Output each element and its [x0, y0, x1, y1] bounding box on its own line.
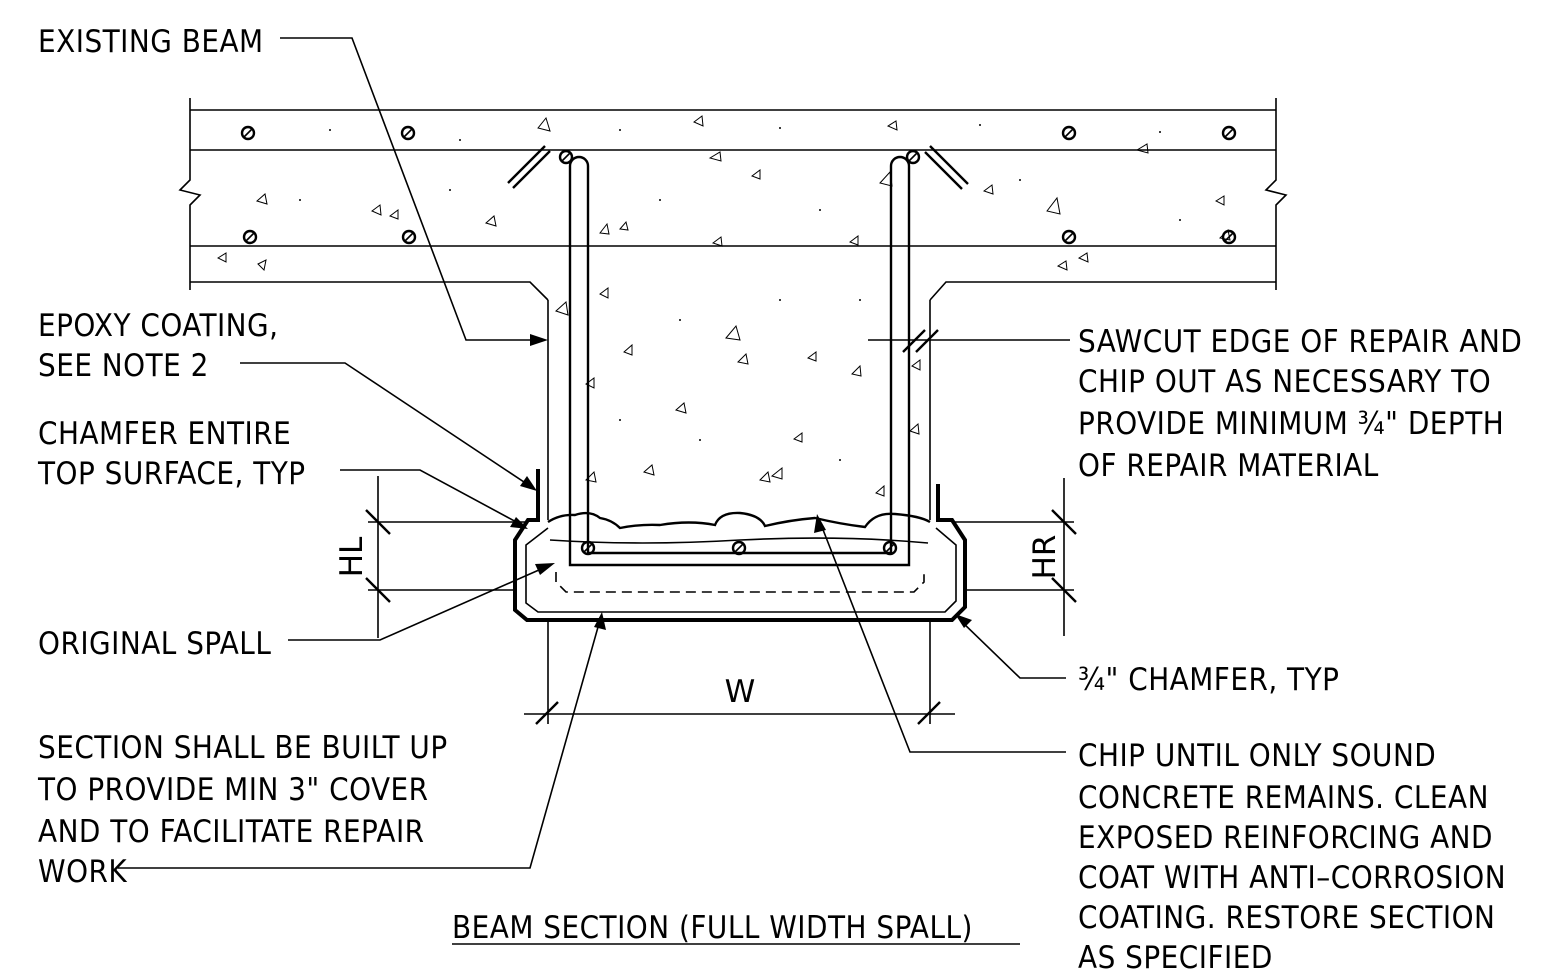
- arrow-original-spall: [535, 563, 555, 575]
- arrow-chamfer-top: [510, 517, 528, 529]
- dim-hr-label: HR: [1027, 535, 1063, 580]
- original-spall-outline: [555, 572, 925, 593]
- arrow-chamfer-typ: [955, 614, 972, 628]
- rebar-bot-2: [401, 229, 417, 245]
- label-section-line3: AND TO FACILITATE REPAIR: [38, 814, 425, 850]
- label-existing-beam: EXISTING BEAM: [38, 24, 264, 60]
- slab: [178, 98, 1288, 301]
- arrow-chip: [814, 514, 826, 533]
- label-chip-line1: CHIP UNTIL ONLY SOUND: [1078, 738, 1436, 774]
- arrow-section-built-up: [594, 612, 606, 630]
- label-chamfer-top-line1: CHAMFER ENTIRE: [38, 416, 291, 452]
- rebar-top-4: [905, 149, 921, 165]
- dimension-hr: HR: [952, 478, 1077, 636]
- label-section-line2: TO PROVIDE MIN 3" COVER: [37, 772, 429, 808]
- rebar-beam-3: [882, 540, 898, 556]
- arrow-epoxy: [520, 476, 537, 491]
- label-sawcut-line2: CHIP OUT AS NECESSARY TO: [1078, 364, 1491, 400]
- rebar-top-2: [400, 125, 416, 141]
- arrow-existing-beam: [530, 334, 548, 346]
- label-chip-line6: AS SPECIFIED: [1078, 940, 1273, 976]
- sawcut-ticks: [902, 329, 939, 353]
- annotations: EXISTING BEAM EPOXY COATING, SEE NOTE 2 …: [37, 24, 1522, 976]
- label-chamfer-top-line2: TOP SURFACE, TYP: [37, 456, 306, 492]
- label-chip-line2: CONCRETE REMAINS. CLEAN: [1078, 780, 1489, 816]
- rebar-group: [240, 125, 1237, 556]
- dimension-hl: HL: [334, 476, 526, 638]
- label-chip-line3: EXPOSED REINFORCING AND: [1078, 820, 1493, 856]
- rebar-beam-2: [731, 540, 747, 556]
- label-sawcut-line1: SAWCUT EDGE OF REPAIR AND: [1078, 324, 1522, 360]
- dim-hl-label: HL: [334, 536, 370, 577]
- label-original-spall: ORIGINAL SPALL: [38, 626, 271, 662]
- label-chamfer-typ: ¾" CHAMFER, TYP: [1078, 662, 1339, 698]
- stirrup: [507, 145, 969, 567]
- label-sawcut-line3: PROVIDE MINIMUM ¾" DEPTH: [1078, 406, 1504, 442]
- label-chip-line5: COATING. RESTORE SECTION: [1078, 900, 1495, 936]
- rebar-top-5: [1061, 125, 1077, 141]
- rebar-bot-3: [1061, 229, 1077, 245]
- rebar-top-6: [1221, 125, 1237, 141]
- leaders: [118, 37, 1070, 869]
- label-epoxy-line2: SEE NOTE 2: [38, 348, 209, 384]
- rebar-top-3: [558, 149, 574, 165]
- rebar-bot-1: [242, 229, 258, 245]
- beam-stem: [547, 300, 931, 520]
- label-section-line4: WORK: [38, 854, 127, 890]
- drawing-title: BEAM SECTION (FULL WIDTH SPALL): [452, 910, 973, 946]
- label-epoxy-line1: EPOXY COATING,: [38, 308, 279, 344]
- label-section-line1: SECTION SHALL BE BUILT UP: [38, 730, 448, 766]
- dim-w-label: W: [725, 674, 756, 710]
- label-sawcut-line4: OF REPAIR MATERIAL: [1078, 448, 1379, 484]
- rebar-top-1: [240, 125, 256, 141]
- chipped-surface: [547, 511, 931, 544]
- concrete-aggregate: [216, 115, 1231, 497]
- repair-outline: [513, 469, 967, 622]
- dimension-w: W: [524, 622, 955, 725]
- label-chip-line4: COAT WITH ANTI–CORROSION: [1078, 860, 1506, 896]
